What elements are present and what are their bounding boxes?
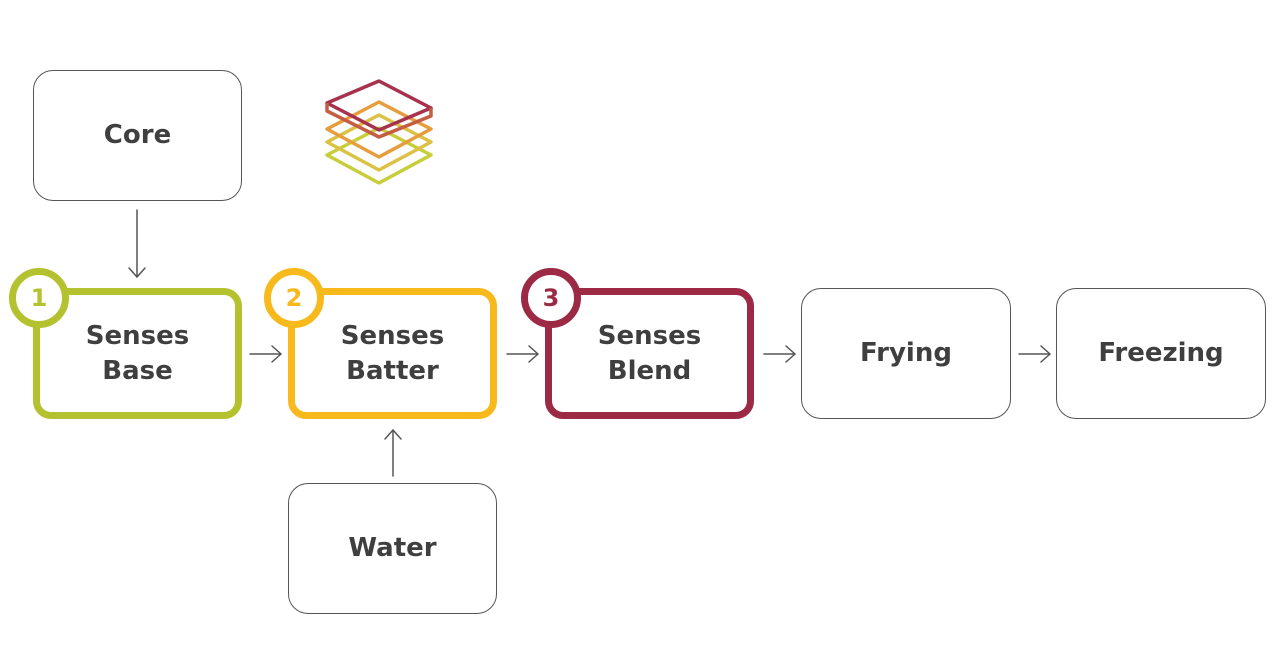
node-senses-blend-label: Senses Blend <box>597 320 702 386</box>
arrow-senses-blend-to-frying <box>763 345 796 363</box>
node-water-label: Water <box>348 533 437 563</box>
node-senses-base-label: Senses Base <box>85 320 190 386</box>
step-badge-3-number: 3 <box>542 284 560 312</box>
step-badge-3: 3 <box>521 268 581 328</box>
node-frying-label: Frying <box>860 338 952 368</box>
node-senses-batter: Senses Batter <box>288 288 497 419</box>
node-frying: Frying <box>801 288 1011 419</box>
step-badge-1-number: 1 <box>30 284 48 312</box>
step-badge-1: 1 <box>9 268 69 328</box>
arrow-senses-base-to-senses-batter <box>249 345 282 363</box>
arrow-core-to-senses-base <box>128 209 146 278</box>
step-badge-2-number: 2 <box>285 284 303 312</box>
stacked-layers-icon <box>325 79 433 185</box>
arrow-frying-to-freezing <box>1018 345 1051 363</box>
node-core-label: Core <box>103 120 172 150</box>
arrow-senses-batter-to-senses-blend <box>506 345 539 363</box>
node-senses-blend: Senses Blend <box>545 288 754 419</box>
node-water: Water <box>288 483 497 614</box>
node-senses-base: Senses Base <box>33 288 242 419</box>
step-badge-2: 2 <box>264 268 324 328</box>
node-core: Core <box>33 70 242 201</box>
node-freezing: Freezing <box>1056 288 1266 419</box>
node-senses-batter-label: Senses Batter <box>340 320 445 386</box>
node-freezing-label: Freezing <box>1098 338 1224 368</box>
arrow-water-to-senses-batter <box>384 429 402 477</box>
